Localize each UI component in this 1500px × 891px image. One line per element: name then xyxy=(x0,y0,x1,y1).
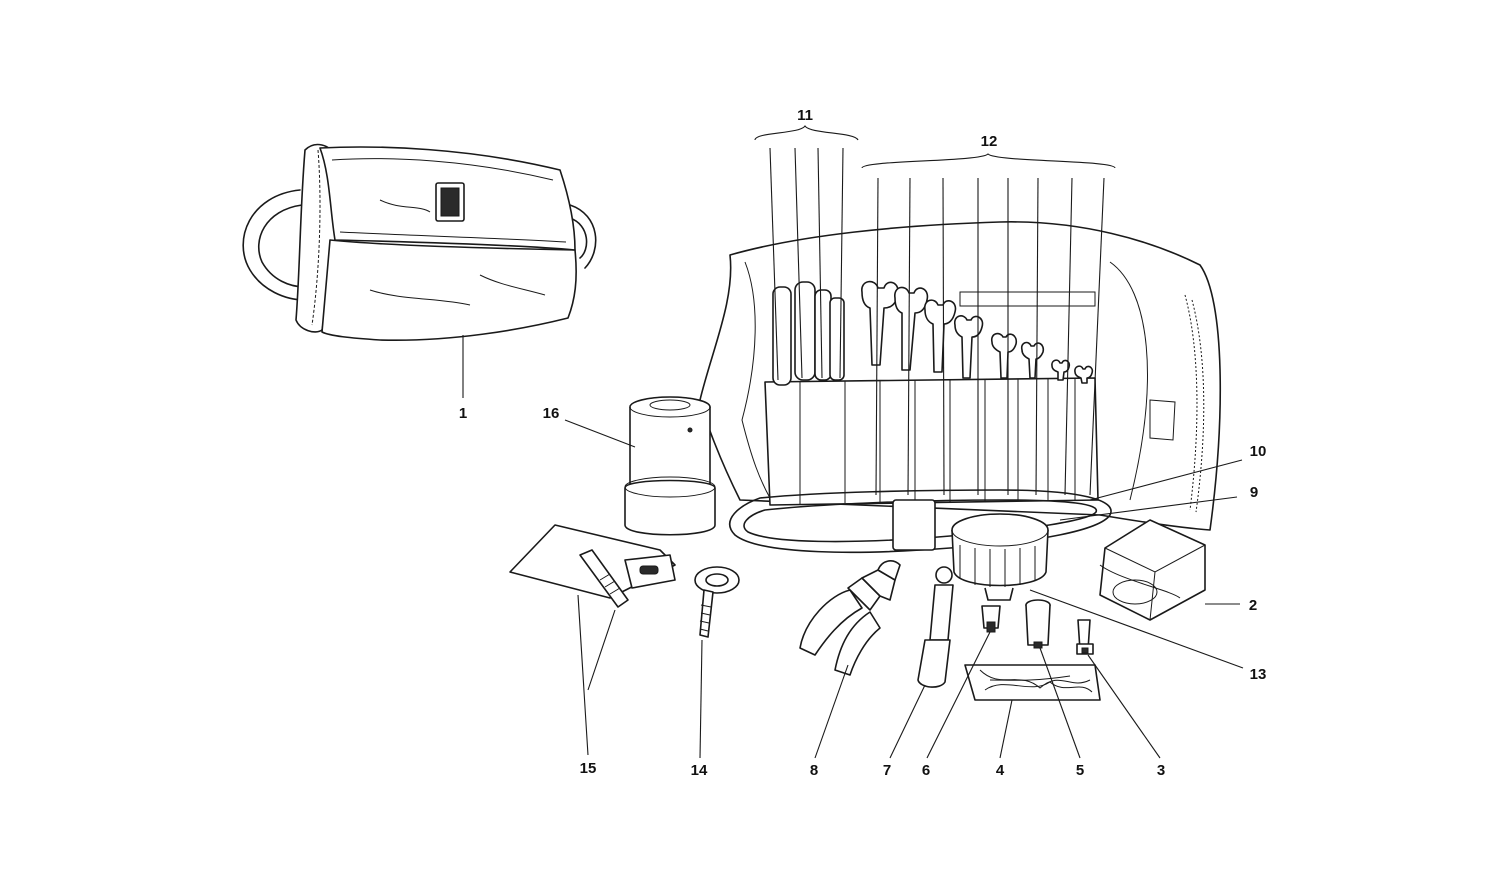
callout-15: 15 xyxy=(580,760,597,777)
callout-14: 14 xyxy=(691,762,708,779)
callout-11: 11 xyxy=(797,107,813,124)
socket-cylinder-illustration xyxy=(624,396,716,536)
callout-4: 4 xyxy=(996,762,1005,779)
callout-13: 13 xyxy=(1250,666,1267,683)
drive-belt-illustration xyxy=(729,489,1112,554)
case-illustration xyxy=(1099,519,1206,621)
pouch-spark-plug-illustration xyxy=(509,524,676,608)
callout-16: 16 xyxy=(543,405,560,422)
socket-5-illustration xyxy=(1025,599,1051,649)
callout-9: 9 xyxy=(1250,484,1258,501)
callout-7: 7 xyxy=(883,762,891,779)
tool-bag-illustration xyxy=(242,143,597,342)
handle-wrench-illustration xyxy=(917,566,954,688)
wire-bundle-illustration xyxy=(964,664,1101,701)
leader-lines xyxy=(462,124,1244,759)
pliers-illustration xyxy=(799,560,901,676)
callout-labels: 1 2 3 4 5 6 7 8 9 10 11 12 13 14 15 16 xyxy=(459,107,1267,779)
callout-2: 2 xyxy=(1249,597,1257,614)
callout-3: 3 xyxy=(1157,762,1165,779)
valve-3-illustration xyxy=(1076,619,1094,655)
socket-6-illustration xyxy=(981,605,1001,633)
callout-5: 5 xyxy=(1076,762,1084,779)
callout-12: 12 xyxy=(981,133,998,150)
eye-bolt-illustration xyxy=(694,566,740,638)
oil-filter-cap-illustration xyxy=(951,513,1049,601)
callout-1: 1 xyxy=(459,405,467,422)
callout-8: 8 xyxy=(810,762,818,779)
callout-10: 10 xyxy=(1250,443,1267,460)
callout-6: 6 xyxy=(922,762,930,779)
